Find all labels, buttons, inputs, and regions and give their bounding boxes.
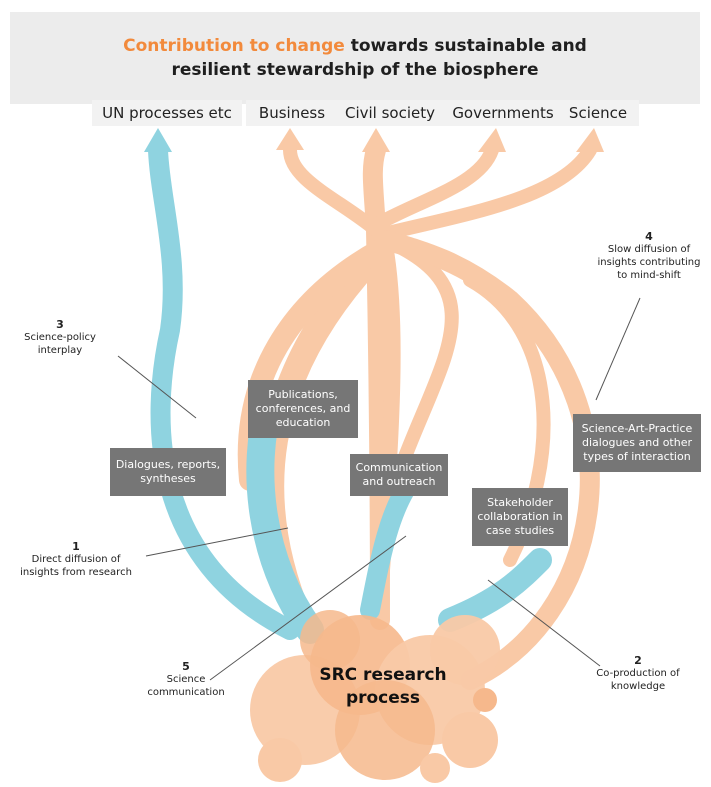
flow-right-arc: [375, 230, 600, 690]
peach-arrowheads: [276, 128, 604, 152]
target-business: Business: [246, 100, 338, 126]
note-5-text: Science communication: [147, 674, 225, 698]
box-stakeholder-collaboration: Stakeholder collaboration in case studie…: [472, 488, 568, 546]
src-cloud: [250, 610, 500, 783]
arrowhead-science: [576, 128, 604, 152]
diagram-title: Contribution to change towards sustainab…: [10, 34, 700, 82]
flow-to-science: [373, 143, 597, 242]
arrowhead-governments: [478, 128, 506, 152]
box-publications: Publications, conferences, and education: [248, 380, 358, 438]
title-line1-rest: towards sustainable and: [344, 36, 587, 56]
note-1-text: Direct diffusion of insights from resear…: [20, 554, 132, 578]
title-line2: resilient stewardship of the biosphere: [171, 60, 539, 80]
arrowhead-un-processes: [144, 128, 172, 152]
note-3-number: 3: [56, 318, 64, 331]
target-civil-society: Civil society: [334, 100, 446, 126]
note-2-number: 2: [634, 654, 642, 667]
note-direct-diffusion: 1 Direct diffusion of insights from rese…: [12, 540, 140, 579]
flow-un-processes: [148, 140, 300, 640]
note-pointers: [117, 297, 641, 681]
flow-co-production: [438, 548, 552, 632]
note-2-text: Co-production of knowledge: [596, 668, 680, 692]
note-1-number: 1: [72, 540, 80, 553]
flow-to-governments: [369, 143, 499, 232]
target-science: Science: [557, 100, 639, 126]
pointer-note-3: [117, 355, 197, 419]
pointer-note-4: [595, 297, 641, 401]
header-band: [10, 12, 700, 104]
target-un-processes: UN processes etc: [92, 100, 242, 126]
note-science-communication: 5 Science communication: [140, 660, 232, 699]
box-dialogues-reports: Dialogues, reports, syntheses: [110, 448, 226, 496]
note-slow-diffusion: 4 Slow diffusion of insights contributin…: [596, 230, 702, 282]
pointer-note-1: [145, 527, 289, 557]
note-4-number: 4: [645, 230, 653, 243]
note-4-text: Slow diffusion of insights contributing …: [597, 244, 701, 281]
arrowhead-business: [276, 128, 304, 150]
pointer-note-2: [487, 579, 601, 667]
pointer-note-5: [209, 535, 407, 681]
note-science-policy: 3 Science-policy interplay: [8, 318, 112, 357]
box-science-art-practice: Science-Art-Practice dialogues and other…: [573, 414, 701, 472]
note-co-production: 2 Co-production of knowledge: [592, 654, 684, 693]
src-research-process-label: SRC research process: [319, 665, 447, 708]
flow-to-business: [283, 143, 383, 237]
note-3-text: Science-policy interplay: [24, 332, 96, 356]
arrowhead-civil-society: [362, 128, 390, 152]
note-5-number: 5: [182, 660, 190, 673]
target-governments: Governments: [442, 100, 564, 126]
title-highlight: Contribution to change: [123, 36, 345, 56]
box-communication-outreach: Communication and outreach: [350, 454, 448, 496]
